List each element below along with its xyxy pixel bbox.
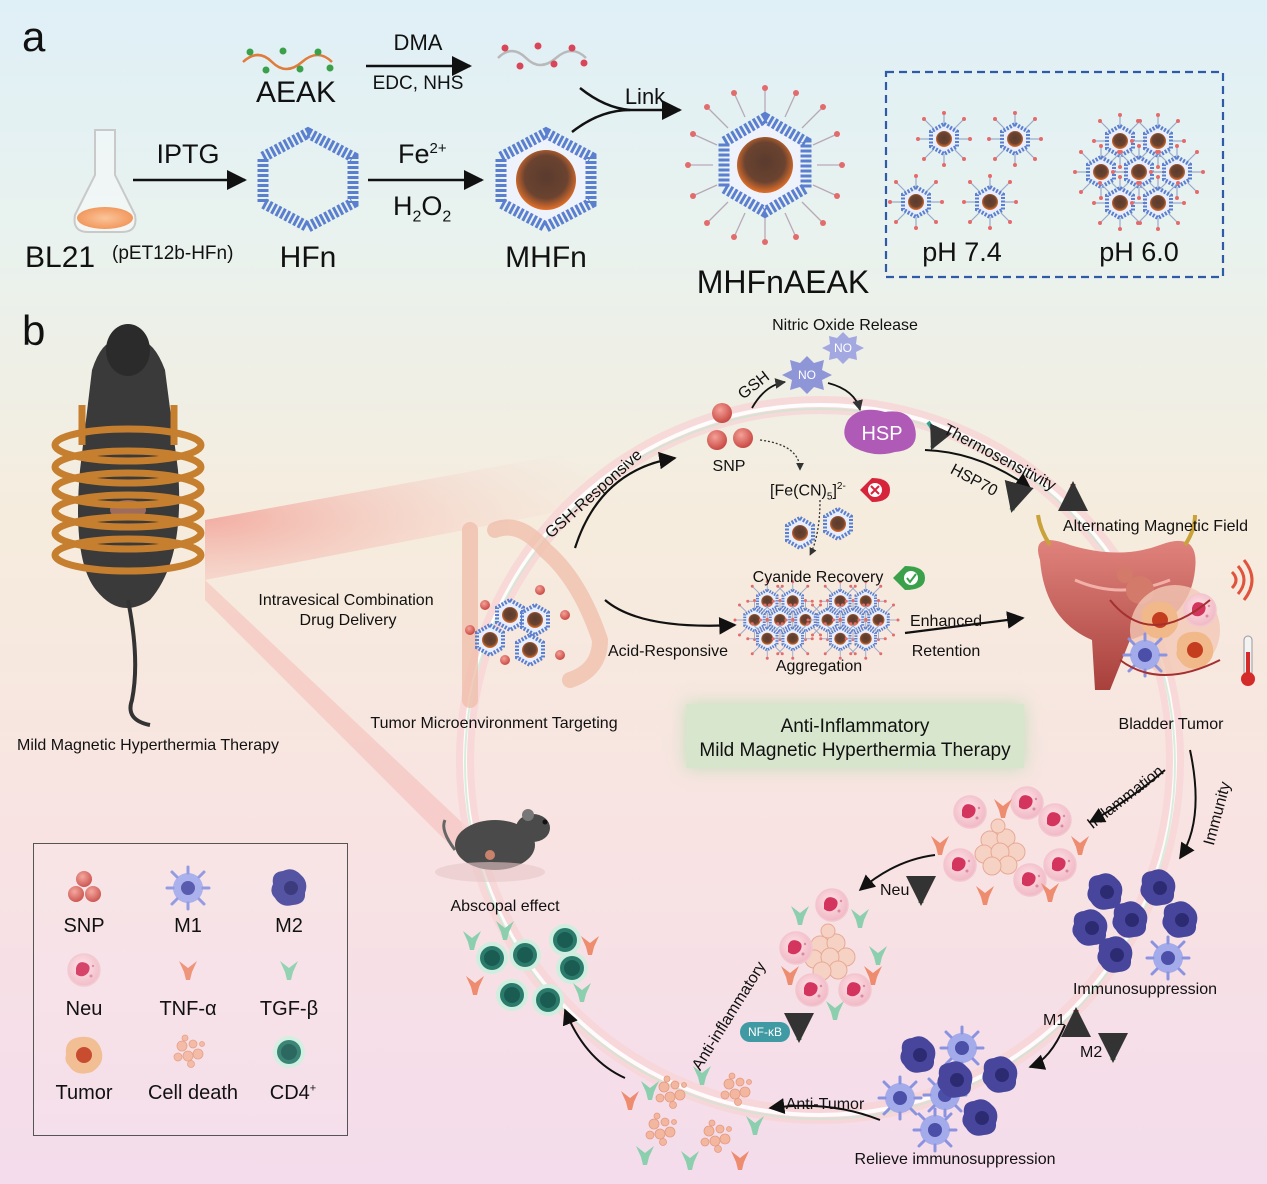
mhfn-label: MHFn xyxy=(505,241,587,274)
no-burst-icon xyxy=(782,332,864,394)
aeak-polymer xyxy=(242,47,334,74)
cd4-abscopal-cluster xyxy=(463,921,599,1016)
nfkb-pill xyxy=(740,1022,790,1042)
mhfn-particle xyxy=(495,126,597,234)
tumor-targeting-label: Tumor Microenvironment Targeting xyxy=(370,715,618,732)
link-label: Link xyxy=(624,84,666,109)
relieve-cluster xyxy=(877,1025,1018,1153)
dma-label: DMA xyxy=(393,30,443,55)
legend-m2: M2 xyxy=(275,915,303,937)
neu-reduced-cluster xyxy=(779,888,887,1020)
panel-b-label: b xyxy=(22,307,46,354)
ph74-label: pH 7.4 xyxy=(922,237,1002,267)
ferritin-cage-icon xyxy=(257,126,359,234)
ph74-dispersed-particles xyxy=(888,111,1043,230)
mhfnaeak-label: MHFnAEAK xyxy=(696,264,870,300)
nfkb-label: NF-κB xyxy=(748,1025,782,1039)
legend-cell-death: Cell death xyxy=(147,1082,239,1104)
aggregation-label: Aggregation xyxy=(775,658,863,675)
immunosuppression-label: Immunosuppression xyxy=(1072,981,1218,998)
drug-particles xyxy=(465,585,570,667)
legend-m1: M1 xyxy=(174,915,202,937)
enhanced-label: Enhanced xyxy=(909,613,983,630)
ph60-aggregated-particles xyxy=(1073,113,1205,231)
alternating-field-label: Alternating Magnetic Field xyxy=(1063,518,1248,535)
legend-cd4: CD4+ xyxy=(269,1082,317,1104)
no-label-2: NO xyxy=(798,368,816,382)
coil-icon xyxy=(51,405,205,575)
legend-tumor: Tumor xyxy=(55,1082,113,1104)
bl21-label: BL21 xyxy=(25,241,96,274)
nitric-oxide-label: Nitric Oxide Release xyxy=(772,317,918,334)
dma-polymer xyxy=(497,42,588,70)
magnetic-wave-icon xyxy=(1230,559,1254,601)
m1-label: M1 xyxy=(1043,1012,1066,1029)
neu-label: Neu xyxy=(880,882,910,899)
hsp-label: HSP xyxy=(861,423,903,445)
bladder-tumor-cells xyxy=(1109,585,1221,678)
panel-a-label: a xyxy=(22,13,46,60)
legend-box xyxy=(33,843,348,1136)
inflammation-cluster xyxy=(931,786,1089,905)
check-icon xyxy=(893,566,925,590)
mhfnaeak-particle xyxy=(685,85,845,245)
bladder-wall-villi xyxy=(462,519,609,708)
banner-line-2: Mild Magnetic Hyperthermia Therapy xyxy=(699,740,1011,761)
immunosuppression-cluster xyxy=(1072,869,1198,981)
abscopal-label: Abscopal effect xyxy=(450,898,560,915)
edc-nhs-label: EDC, NHS xyxy=(372,73,464,94)
flask-icon xyxy=(73,129,137,233)
legend-tgf: TGF-β xyxy=(259,998,319,1020)
no-label-1: NO xyxy=(834,341,852,355)
hsp-protein-icon xyxy=(844,409,916,455)
cross-icon xyxy=(860,478,890,502)
ph60-label: pH 6.0 xyxy=(1099,237,1179,267)
plasmid-label: (pET12b-HFn) xyxy=(112,243,234,264)
fe-label: Fe2+ xyxy=(398,139,447,169)
bladder-tumor-label: Bladder Tumor xyxy=(1118,716,1224,733)
m2-label: M2 xyxy=(1080,1044,1103,1061)
legend-icons xyxy=(65,865,307,1074)
focus-beam xyxy=(205,455,620,580)
snp-cluster xyxy=(707,403,753,450)
snp-label: SNP xyxy=(712,458,746,475)
mild-mht-label: Mild Magnetic Hyperthermia Therapy xyxy=(16,737,280,754)
cyanide-recovery-label: Cyanide Recovery xyxy=(752,569,884,586)
relieve-label: Relieve immunosuppression xyxy=(854,1151,1056,1168)
cell-death-cluster xyxy=(621,1066,764,1170)
banner-line-1: Anti-Inflammatory xyxy=(780,716,930,737)
fecn-label: [Fe(CN)5]2- xyxy=(770,481,846,503)
legend-neu: Neu xyxy=(65,998,103,1020)
therapy-banner xyxy=(686,704,1024,768)
aggregation-clusters xyxy=(734,580,900,660)
acid-responsive-label: Acid-Responsive xyxy=(607,643,729,660)
intravesical-label-2: Drug Delivery xyxy=(299,612,397,629)
trend-arrows xyxy=(784,479,1128,1063)
hfn-label: HFn xyxy=(279,241,337,274)
intravesical-label-1: Intravesical Combination xyxy=(258,592,434,609)
anti-tumor-label: Anti-Tumor xyxy=(785,1096,865,1113)
h2o2-label: H2O2 xyxy=(393,191,452,226)
legend-snp: SNP xyxy=(63,915,105,937)
aeak-label: AEAK xyxy=(255,76,337,109)
small-mouse-icon xyxy=(435,809,550,882)
retention-label: Retention xyxy=(911,643,981,660)
ph-comparison-box xyxy=(884,70,1225,279)
thermometer-icon xyxy=(1241,635,1255,686)
legend-tnf: TNF-α xyxy=(159,998,217,1020)
link-arrow xyxy=(571,100,682,133)
iptg-label: IPTG xyxy=(156,139,220,169)
